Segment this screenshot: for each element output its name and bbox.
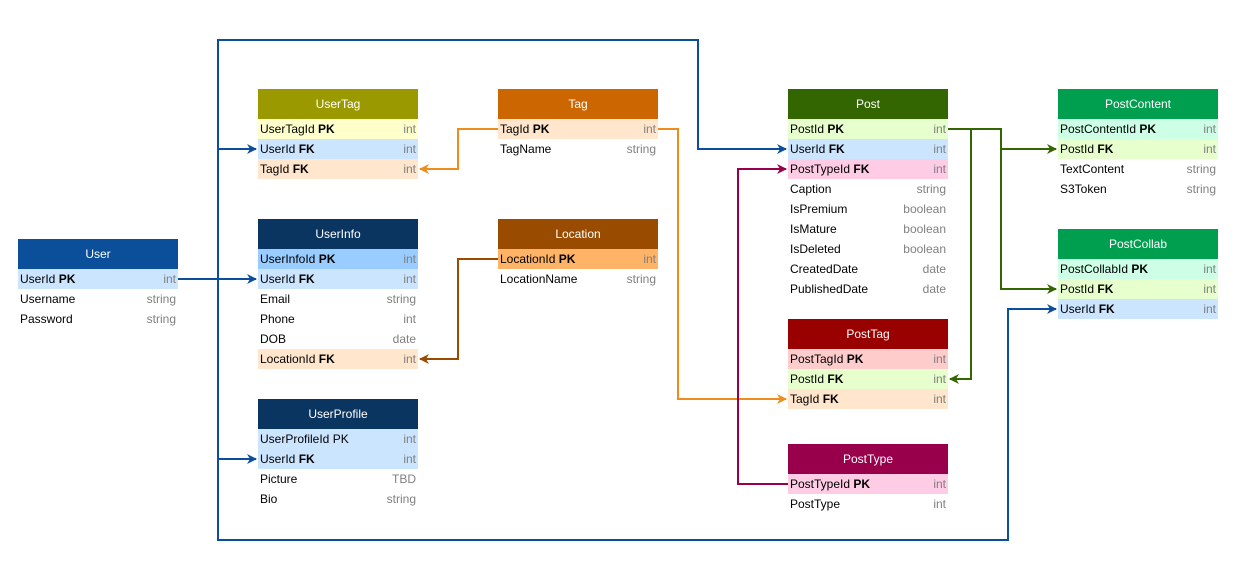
entity-title: UserTag [258,89,418,119]
entity-title: Tag [498,89,658,119]
link-tag-usertag [419,128,498,174]
link-post-postcontent [948,128,1057,154]
entity-title: Post [788,89,948,119]
link-user-post [217,39,787,154]
entity-title: PostType [788,444,948,474]
entity-title: PostCollab [1058,229,1218,259]
entity-title: PostTag [788,319,948,349]
link-user-postcollab [217,304,1057,541]
entity-title: PostContent [1058,89,1218,119]
link-post-postcollab [1000,149,1057,294]
link-user-usertag [217,144,257,279]
entity-title: User [18,239,178,269]
entity-title: Location [498,219,658,249]
link-posttype-post [737,164,788,485]
link-tag-posttag [658,128,787,404]
entity-title: UserInfo [258,219,418,249]
link-user-userprofile [217,279,257,464]
link-location-userinfo [419,258,498,364]
entity-title: UserProfile [258,399,418,429]
link-post-posttag [948,128,972,384]
